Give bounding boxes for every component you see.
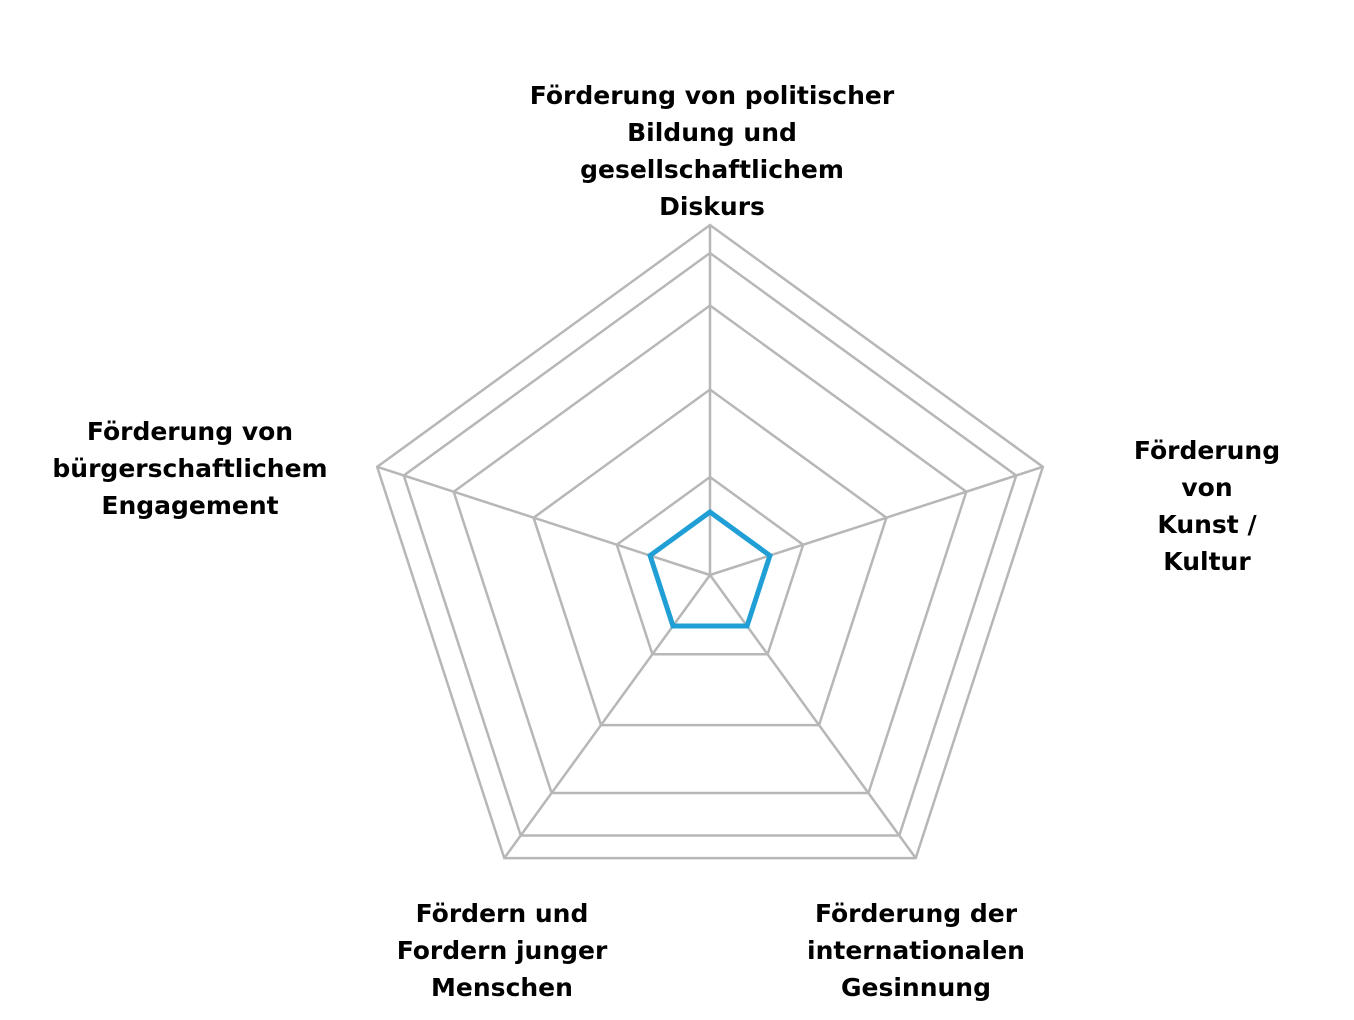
axis-label-politische-bildung: Förderung von politischer Bildung und ge… bbox=[529, 81, 895, 221]
grid-ring-4 bbox=[402, 251, 1018, 837]
axis-label-buergerschaftliches-engagement: Förderung von bürgerschaftlichem Engagem… bbox=[52, 417, 328, 520]
radar-series bbox=[647, 508, 773, 629]
axis-label-internationale-gesinnung: Förderung der internationalen Gesinnung bbox=[807, 899, 1025, 1002]
grid-ring-5 bbox=[375, 223, 1045, 860]
axis-label-kunst-kultur: Förderung von Kunst / Kultur bbox=[1133, 436, 1281, 576]
axis-label-junge-menschen: Fördern und Fordern junger Menschen bbox=[396, 899, 608, 1002]
axis-spoke-4 bbox=[503, 574, 712, 859]
axis-spoke-2 bbox=[709, 465, 1044, 577]
axis-spoke-5 bbox=[376, 465, 711, 577]
grid-ring-1 bbox=[615, 475, 805, 656]
radar-grid bbox=[375, 223, 1045, 860]
grid-ring-3 bbox=[452, 303, 968, 795]
series-line-1 bbox=[647, 508, 773, 629]
radar-spokes bbox=[376, 225, 1044, 859]
grid-ring-2 bbox=[532, 387, 888, 727]
axis-spoke-3 bbox=[708, 574, 917, 859]
